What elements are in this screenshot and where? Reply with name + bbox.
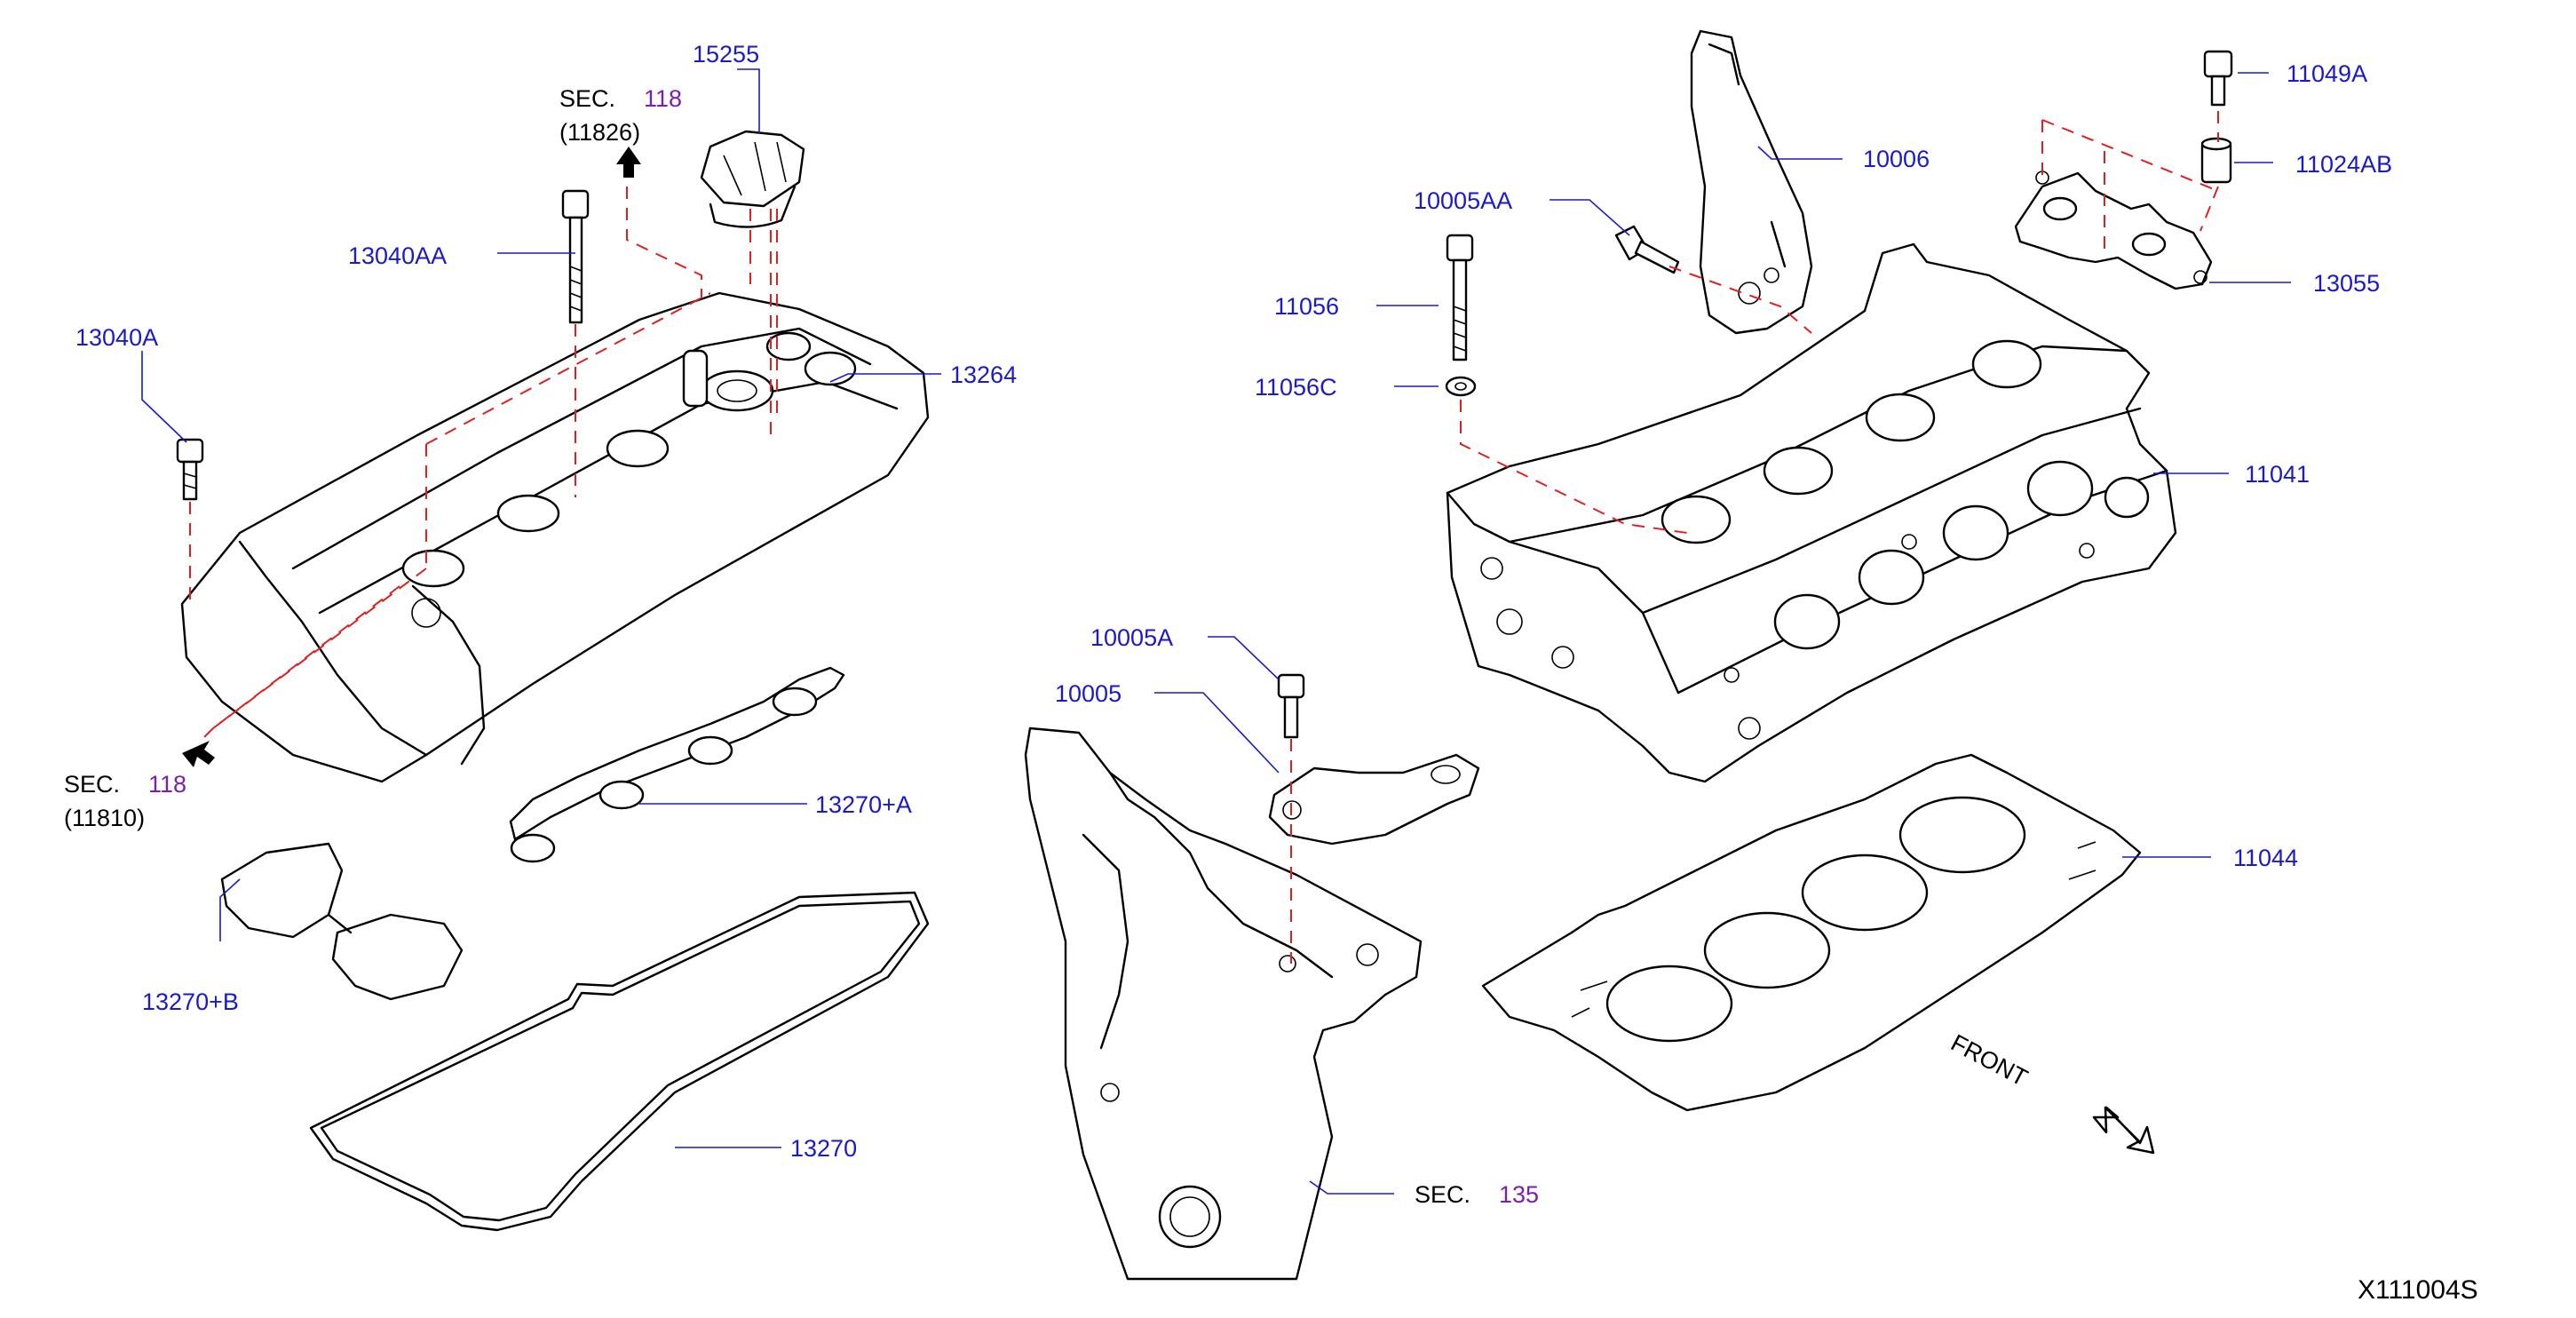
part-label-10005aa[interactable]: 10005AA [1414, 187, 1512, 214]
guide-dashes [189, 111, 2219, 964]
section-ref-left-sub: (11810) [64, 805, 145, 831]
bolt-10005a-drawing[interactable] [1277, 673, 1305, 739]
part-label-11056c[interactable]: 11056C [1255, 374, 1337, 401]
part-label-10005[interactable]: 10005 [1055, 680, 1122, 707]
section-ref-bottom-number[interactable]: 135 [1499, 1181, 1539, 1208]
spark-plug-tube-gasket-drawing[interactable] [509, 666, 845, 863]
part-label-10006[interactable]: 10006 [1863, 146, 1930, 172]
camshaft-bracket-drawing[interactable] [2014, 171, 2213, 290]
up-arrow-icon [616, 147, 641, 178]
section-ref-top-number[interactable]: 118 [644, 85, 682, 112]
part-label-15255[interactable]: 15255 [693, 41, 759, 67]
section-ref-left-prefix: SEC. [64, 771, 120, 798]
part-label-11044[interactable]: 11044 [2233, 845, 2298, 871]
bolt-11049a-drawing[interactable] [2203, 50, 2233, 107]
part-label-13055[interactable]: 13055 [2313, 270, 2380, 297]
bolt-13040a-drawing[interactable] [176, 438, 204, 501]
part-label-11056[interactable]: 11056 [1274, 293, 1339, 320]
rocker-cover-gasket-drawing[interactable] [309, 891, 930, 1232]
timing-chain-cover-drawing[interactable] [1024, 726, 1423, 1281]
head-bolt-drawing[interactable] [1446, 234, 1474, 361]
collar-11024ab-drawing[interactable] [2200, 137, 2232, 184]
section-ref-left-number[interactable]: 118 [148, 771, 186, 798]
down-left-arrow-icon [182, 741, 215, 767]
oil-filler-cap-drawing[interactable] [700, 130, 805, 228]
cylinder-head-gasket-drawing[interactable] [1481, 753, 2142, 1112]
front-label: FRONT [1946, 1029, 2032, 1092]
engine-slinger-bracket-drawing[interactable] [1690, 29, 1813, 335]
part-label-10005a[interactable]: 10005A [1090, 624, 1173, 651]
part-label-13270b[interactable]: 13270+B [142, 988, 239, 1015]
cylinder-head-drawing[interactable] [1446, 242, 2177, 783]
part-label-11049a[interactable]: 11049A [2287, 60, 2367, 87]
diagram-id: X111004S [2358, 1275, 2478, 1305]
valve-cover-drawing[interactable] [180, 291, 930, 783]
head-bolt-washer-drawing[interactable] [1445, 376, 1477, 397]
section-ref-bottom-prefix: SEC. [1415, 1181, 1470, 1208]
section-ref-top-prefix: SEC. [559, 85, 615, 112]
front-direction-arrow-icon [2092, 1106, 2155, 1155]
engine-mount-bracket-drawing[interactable] [1268, 753, 1480, 846]
bolt-10005aa-drawing[interactable] [1614, 225, 1680, 274]
part-label-11024ab[interactable]: 11024AB [2295, 151, 2392, 178]
part-label-13264[interactable]: 13264 [950, 361, 1017, 388]
part-label-13270a[interactable]: 13270+A [815, 791, 912, 818]
part-label-13270[interactable]: 13270 [790, 1135, 857, 1162]
bolt-13040aa-drawing[interactable] [561, 189, 590, 324]
part-label-11041[interactable]: 11041 [2245, 461, 2310, 488]
spark-plug-seal-b-drawing[interactable] [220, 842, 464, 1001]
section-ref-top-sub: (11826) [559, 119, 640, 146]
leader-lines [141, 68, 2291, 1195]
part-label-13040aa[interactable]: 13040AA [348, 242, 447, 269]
part-label-13040a[interactable]: 13040A [75, 324, 158, 351]
